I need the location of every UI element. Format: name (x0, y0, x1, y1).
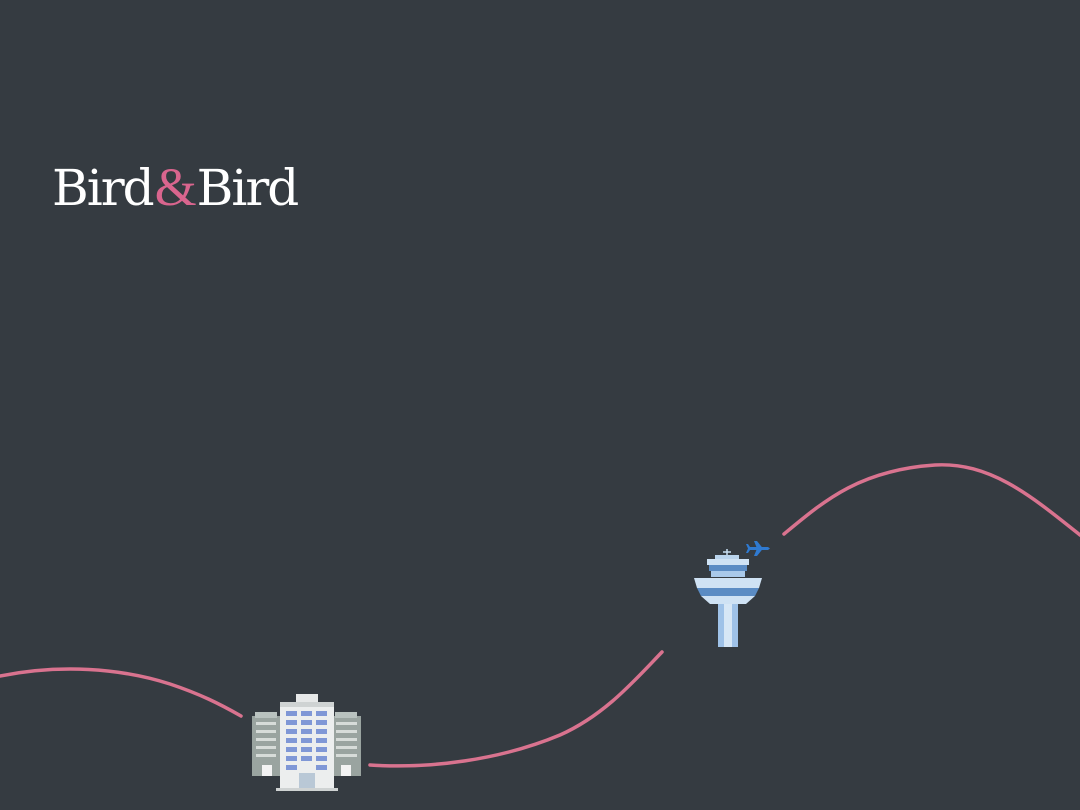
logo-word-right: Bird (196, 159, 300, 217)
route-line-right (782, 463, 1080, 537)
route-line-left (0, 667, 243, 718)
logo-word-left: Bird (52, 159, 155, 217)
office-building-icon (252, 694, 361, 791)
logo-ampersand: & (154, 157, 197, 217)
brand-logo: Bird&Bird (52, 157, 300, 217)
route-line-middle (368, 650, 664, 768)
control-tower-icon (694, 549, 762, 647)
airplane-icon (746, 541, 770, 556)
